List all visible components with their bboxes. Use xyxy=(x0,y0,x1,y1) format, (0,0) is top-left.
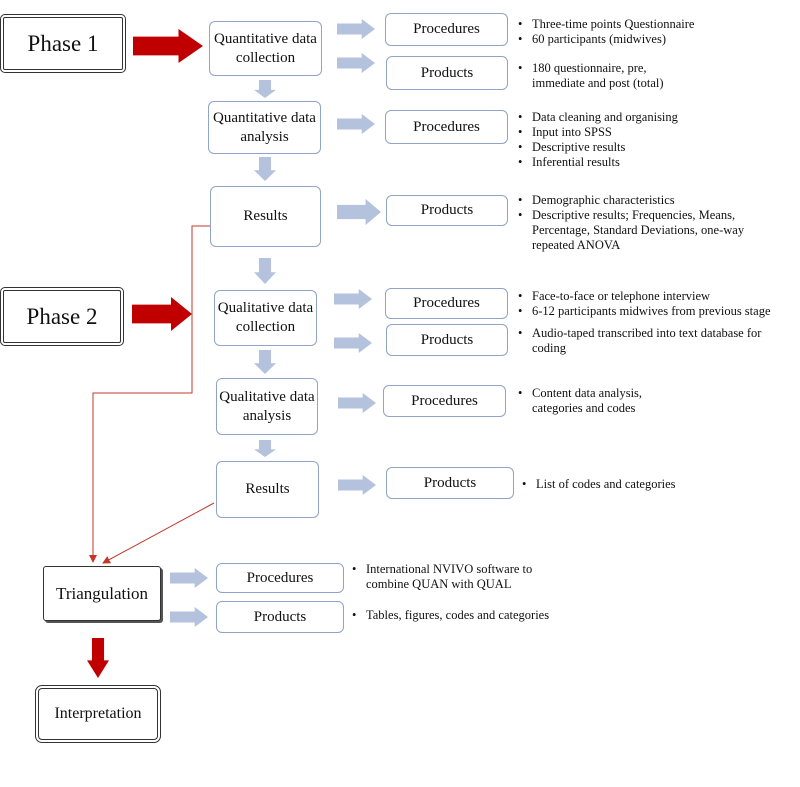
results-phase2-node: Results xyxy=(216,461,319,518)
bullets-qual-analysis-procedures: Content data analysis, categories and co… xyxy=(516,386,656,416)
arrow-to-procedures xyxy=(170,568,208,588)
arrow-to-products xyxy=(334,333,372,353)
arrow-to-products xyxy=(338,475,376,495)
bullets-results2-products: List of codes and categories xyxy=(520,477,780,492)
quantitative-data-analysis-node: Quantitative data analysis xyxy=(208,101,321,154)
bullets-quan-collection-procedures: Three-time points Questionnaire 60 parti… xyxy=(516,17,786,47)
qualitative-data-analysis-node: Qualitative data analysis xyxy=(216,378,318,435)
arrow-to-products xyxy=(337,199,381,225)
arrow-to-procedures xyxy=(337,114,375,134)
phase-2-label: Phase 2 xyxy=(0,287,124,346)
flow-down-arrow xyxy=(254,258,276,284)
arrow-to-procedures xyxy=(337,19,375,39)
products-box-qual-collection: Products xyxy=(386,324,508,356)
arrow-to-procedures xyxy=(334,289,372,309)
list-item: Face-to-face or telephone interview xyxy=(516,289,796,304)
procedures-box-quan-collection: Procedures xyxy=(385,13,508,46)
bullets-qual-collection-procedures: Face-to-face or telephone interview 6-12… xyxy=(516,289,796,319)
interpretation-node: Interpretation xyxy=(35,685,161,743)
products-box-results1: Products xyxy=(386,195,508,226)
results-phase1-node: Results xyxy=(210,186,321,247)
flow-down-arrow xyxy=(254,440,276,457)
bullets-results1-products: Demographic characteristics Descriptive … xyxy=(516,193,776,253)
procedures-box-triangulation: Procedures xyxy=(216,563,344,593)
list-item: Three-time points Questionnaire xyxy=(516,17,786,32)
connector-results1-to-triangulation xyxy=(89,225,210,563)
bullets-triangulation-products: Tables, figures, codes and categories xyxy=(350,608,610,623)
list-item: Input into SPSS xyxy=(516,125,786,140)
triangulation-to-interpretation-arrow xyxy=(87,638,109,678)
phase1-arrow xyxy=(133,29,203,63)
bullets-qual-collection-products: Audio-taped transcribed into text databa… xyxy=(516,326,781,356)
products-box-triangulation: Products xyxy=(216,601,344,633)
triangulation-node: Triangulation xyxy=(43,566,161,621)
phase2-arrow xyxy=(132,297,192,331)
bullets-quan-analysis-procedures: Data cleaning and organising Input into … xyxy=(516,110,786,170)
bullets-triangulation-procedures: International NVIVO software to combine … xyxy=(350,562,550,592)
products-box-results2: Products xyxy=(386,467,514,499)
list-item: Demographic characteristics xyxy=(516,193,776,208)
list-item: 6-12 participants midwives from previous… xyxy=(516,304,796,319)
flow-down-arrow xyxy=(254,157,276,181)
list-item: Content data analysis, categories and co… xyxy=(516,386,656,416)
procedures-box-qual-analysis: Procedures xyxy=(383,385,506,417)
bullets-quan-collection-products: 180 questionnaire, pre, immediate and po… xyxy=(516,61,676,91)
phase-1-label: Phase 1 xyxy=(0,14,126,73)
list-item: Descriptive results xyxy=(516,140,786,155)
qualitative-data-collection-node: Qualitative data collection xyxy=(214,290,317,346)
list-item: Data cleaning and organising xyxy=(516,110,786,125)
procedures-box-qual-collection: Procedures xyxy=(385,288,508,319)
procedures-box-quan-analysis: Procedures xyxy=(385,110,508,144)
list-item: Inferential results xyxy=(516,155,786,170)
list-item: List of codes and categories xyxy=(520,477,780,492)
flow-down-arrow xyxy=(254,350,276,374)
list-item: 60 participants (midwives) xyxy=(516,32,786,47)
arrow-to-procedures xyxy=(338,393,376,413)
list-item: International NVIVO software to combine … xyxy=(350,562,550,592)
connector-results2-to-triangulation xyxy=(102,502,215,564)
quantitative-data-collection-node: Quantitative data collection xyxy=(209,21,322,76)
arrow-to-products xyxy=(170,607,208,627)
list-item: Descriptive results; Frequencies, Means,… xyxy=(516,208,776,253)
products-box-quan-collection: Products xyxy=(386,56,508,90)
list-item: 180 questionnaire, pre, immediate and po… xyxy=(516,61,676,91)
arrow-to-products xyxy=(337,53,375,73)
list-item: Audio-taped transcribed into text databa… xyxy=(516,326,781,356)
list-item: Tables, figures, codes and categories xyxy=(350,608,610,623)
flow-down-arrow xyxy=(254,80,276,98)
